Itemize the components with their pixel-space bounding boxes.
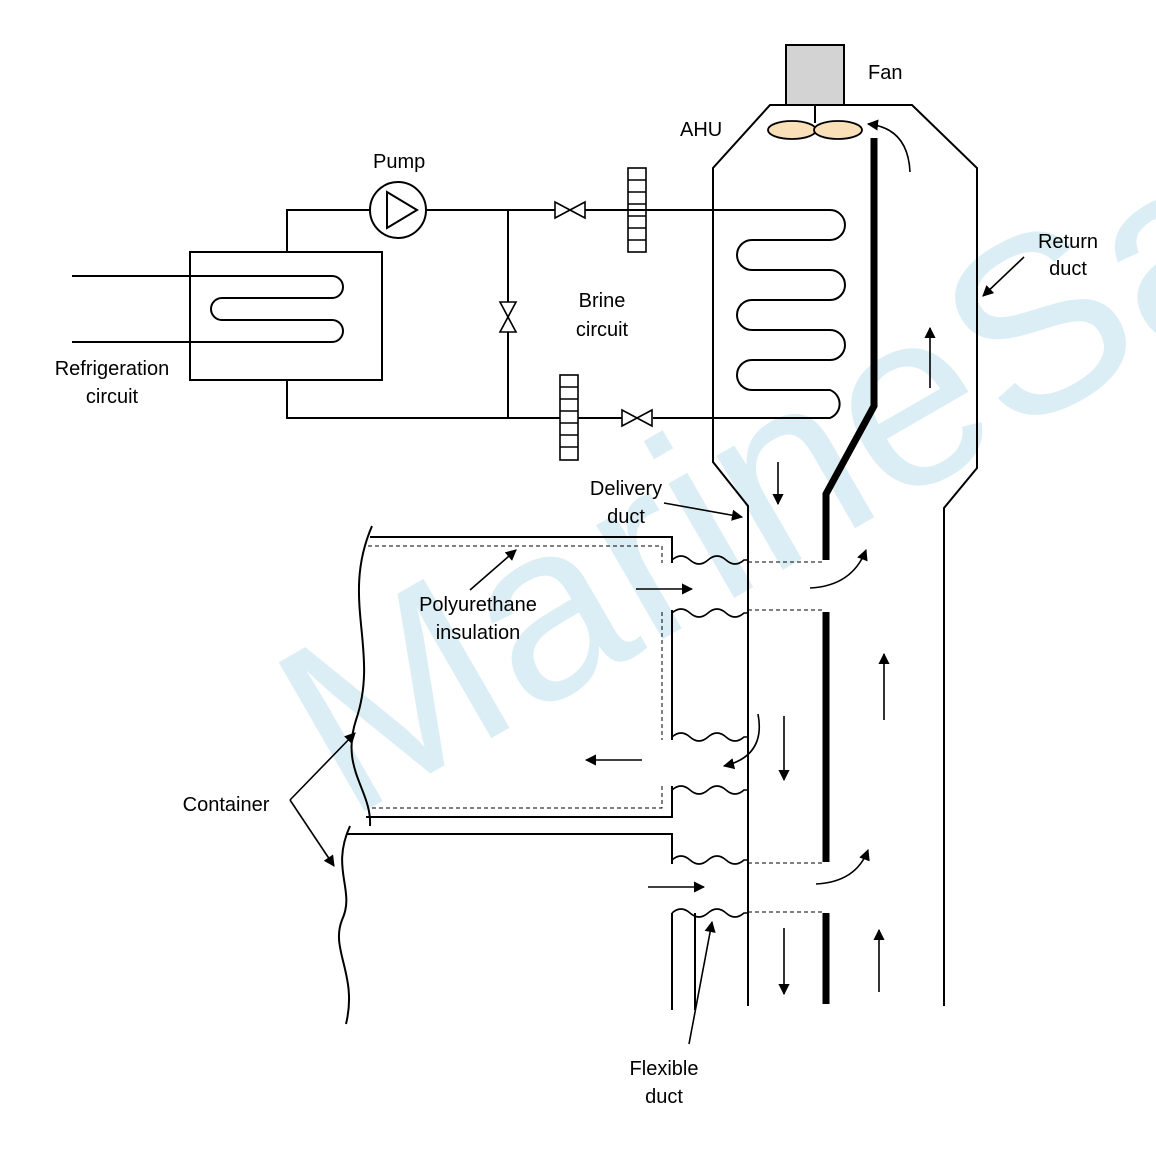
fan-blade-right (813, 120, 863, 140)
polyurethane-insulation-line (368, 545, 663, 809)
heat-exchanger (189, 251, 383, 381)
label-delivery-duct-1: Delivery (590, 478, 662, 500)
fan-motor (785, 44, 845, 106)
label-polyurethane-insulation-2: insulation (436, 622, 521, 644)
strainer-bottom-icon (559, 374, 579, 461)
label-return-duct-2: duct (1049, 258, 1087, 280)
label-refrigeration-circuit-1: Refrigeration (55, 358, 170, 380)
container-return-arrow-1 (809, 548, 868, 589)
return-duct-leader (982, 256, 1025, 297)
label-delivery-duct-2: duct (607, 506, 645, 528)
label-brine-circuit-1: Brine (579, 290, 626, 312)
fan-inlet-arrow (866, 119, 911, 173)
brine-supply-pipe (286, 209, 370, 252)
delivery-duct-leader (663, 502, 744, 521)
ahu-cooling-coil (586, 209, 846, 419)
fan-blade-left (767, 120, 817, 140)
flexible-duct-3 (671, 732, 748, 742)
label-fan: Fan (868, 62, 902, 84)
valve-top-icon (554, 200, 586, 220)
flexible-duct-6 (671, 908, 748, 918)
label-return-duct-1: Return (1038, 231, 1098, 253)
strainer-top-icon (627, 167, 647, 253)
return-duct-wall (844, 104, 978, 1006)
label-flexible-duct-2: duct (645, 1086, 683, 1108)
ahu-baffle (822, 138, 878, 560)
flexible-duct-5 (671, 855, 748, 865)
label-brine-circuit-2: circuit (576, 319, 629, 341)
container-outlet-arrow (722, 713, 760, 770)
flexible-duct-4 (671, 785, 748, 795)
refrigeration-coil (72, 275, 344, 343)
ahu-casing (712, 104, 786, 1006)
lower-container-outline (346, 833, 673, 864)
label-pump: Pump (373, 151, 425, 173)
flexible-duct-2 (671, 608, 748, 618)
brine-return-pipe (286, 380, 560, 419)
container-leader-2 (289, 799, 335, 867)
lower-container-wavy-edge (337, 825, 351, 1025)
valve-bypass-icon (498, 301, 518, 333)
container-leader-1 (289, 732, 356, 801)
label-ahu: AHU (680, 119, 722, 141)
flexible-duct-1 (671, 555, 748, 565)
container-return-arrow-2 (815, 848, 870, 885)
valve-bottom-icon (621, 408, 653, 428)
label-polyurethane-insulation-1: Polyurethane (419, 594, 537, 616)
upper-container-wavy-edge (350, 525, 373, 827)
insulation-leader (469, 549, 517, 591)
label-container: Container (183, 794, 270, 816)
pump-icon (369, 181, 427, 239)
label-refrigeration-circuit-2: circuit (86, 386, 139, 408)
label-flexible-duct-1: Flexible (630, 1058, 699, 1080)
upper-container-outline (370, 536, 673, 563)
flexible-duct-leader (688, 920, 716, 1045)
